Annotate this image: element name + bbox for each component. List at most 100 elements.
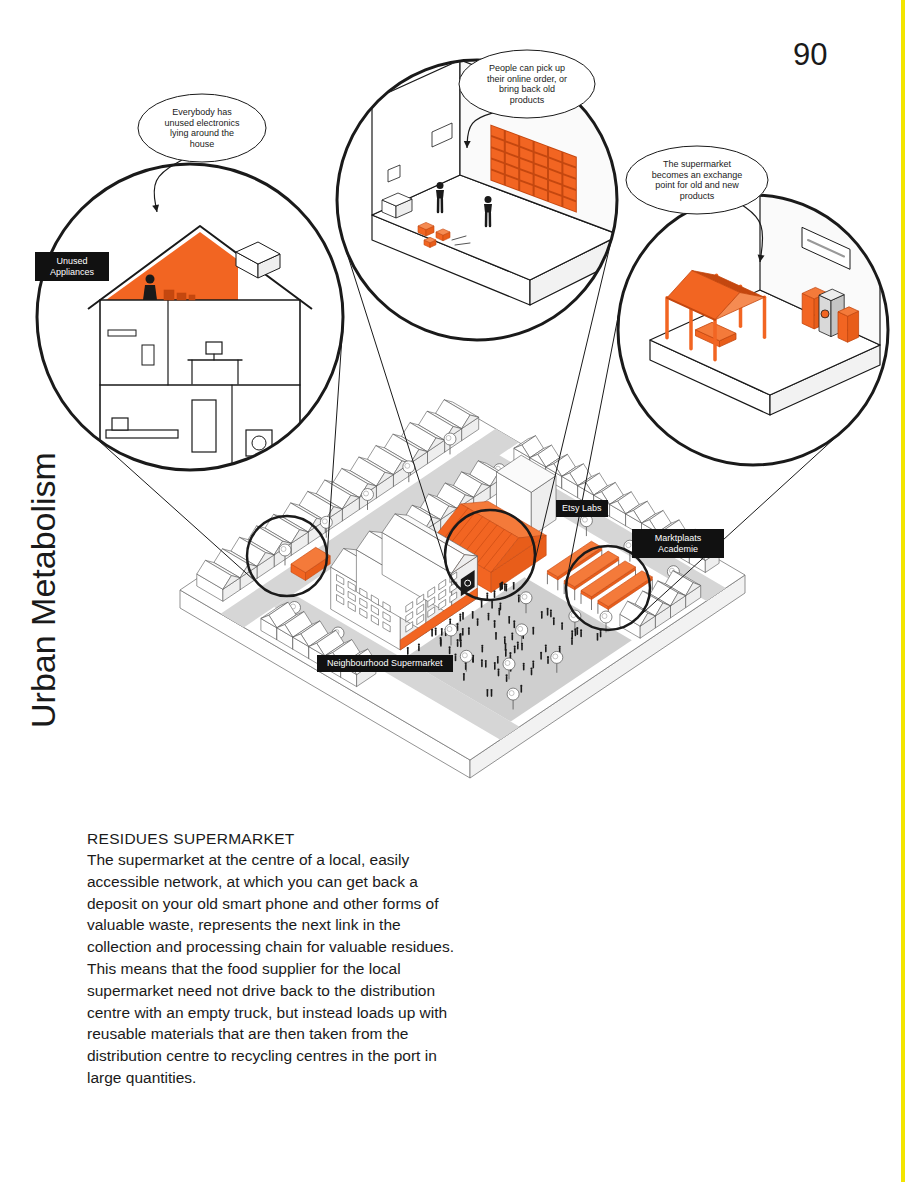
person: [493, 590, 495, 592]
monitor: [213, 354, 214, 360]
person: [449, 649, 451, 654]
supermarket-building: [452, 555, 478, 574]
window: [406, 612, 413, 623]
locker: [535, 176, 547, 190]
wall: [299, 300, 301, 490]
person: [571, 630, 573, 632]
locker: [520, 148, 532, 162]
person: [449, 646, 451, 648]
tree-crown: [582, 517, 587, 522]
person: [521, 643, 523, 645]
person: [440, 639, 442, 641]
pavilion-gable: [715, 293, 765, 320]
tree-crown: [279, 544, 291, 556]
ground-top: [180, 405, 745, 760]
terraced-house: [376, 472, 393, 486]
tree-trunk: [451, 636, 452, 645]
person: [486, 593, 488, 595]
terraced-house: [640, 613, 655, 626]
person: [459, 636, 461, 641]
zoom-layer: [37, 60, 888, 630]
person: [488, 615, 490, 620]
window: [417, 594, 424, 605]
person: [506, 677, 508, 682]
person: [485, 660, 487, 662]
person: [541, 611, 543, 613]
exchange-zoom: [618, 175, 888, 465]
person: [468, 627, 470, 629]
person: [523, 665, 525, 670]
pavilion-post: [689, 309, 693, 349]
counter: [106, 430, 178, 438]
person: [495, 632, 497, 634]
person: [514, 646, 516, 648]
roof-line: [88, 226, 312, 309]
tree-trunk: [285, 556, 286, 565]
tree-crown: [503, 658, 515, 670]
person: [540, 652, 542, 654]
tree-trunk: [513, 700, 514, 709]
locker: [535, 142, 547, 156]
person: [463, 676, 465, 681]
person: [521, 645, 523, 650]
name-tag: Neighbourhood Supermarket: [317, 655, 453, 672]
tree-crown: [509, 691, 514, 696]
wall: [167, 300, 168, 385]
person: [435, 628, 437, 630]
tree-crown: [362, 489, 374, 501]
person: [457, 642, 459, 647]
person: [468, 630, 470, 635]
person: [600, 632, 602, 637]
old-appliance: [189, 295, 195, 300]
person: [459, 616, 461, 621]
parcel: [418, 222, 434, 229]
person: [501, 585, 503, 590]
speech-bubble: People can pick up their online order, o…: [458, 49, 596, 119]
name-tag: Marktplaats Academie: [632, 529, 724, 558]
person: [576, 627, 578, 629]
person: [523, 663, 525, 665]
tree-crown: [320, 516, 332, 528]
section-title-holder: Urban Metabolism: [25, 452, 62, 728]
name-tag: Unused Appliances: [35, 252, 109, 281]
person: [491, 692, 493, 697]
tree-crown: [445, 624, 457, 636]
locker: [563, 175, 575, 189]
sign: [802, 227, 850, 269]
section-heading: RESIDUES SUPERMARKET: [87, 828, 455, 849]
stall-leg: [591, 600, 592, 610]
person: [418, 646, 420, 651]
person: [547, 659, 549, 664]
person: [462, 628, 464, 630]
machine-slot: [821, 310, 829, 318]
figure: [489, 213, 492, 227]
callout-arrow: [467, 112, 496, 148]
person: [441, 631, 443, 636]
washing-machine: [252, 436, 266, 450]
store-logo: [465, 580, 471, 586]
person: [481, 662, 483, 667]
figure: [437, 182, 444, 189]
terraced-house: [342, 495, 359, 509]
window: [348, 581, 355, 591]
person: [505, 586, 507, 591]
desk: [191, 360, 192, 384]
info-sign: [432, 123, 452, 147]
figure: [436, 190, 444, 199]
locker: [491, 126, 503, 140]
tree-crown: [522, 594, 527, 599]
terraced-house: [686, 583, 701, 596]
person: [561, 625, 563, 630]
tree-trunk: [509, 670, 510, 679]
figure: [485, 213, 488, 227]
zoom-content: [37, 164, 343, 490]
section-title: Urban Metabolism: [25, 452, 62, 728]
locker: [520, 137, 532, 151]
window: [383, 622, 390, 632]
person: [494, 623, 496, 628]
tree-trunk: [586, 527, 587, 536]
parcel: [424, 237, 436, 242]
old-appliance: [164, 290, 174, 300]
terraced-house: [277, 625, 293, 638]
person: [481, 603, 483, 608]
